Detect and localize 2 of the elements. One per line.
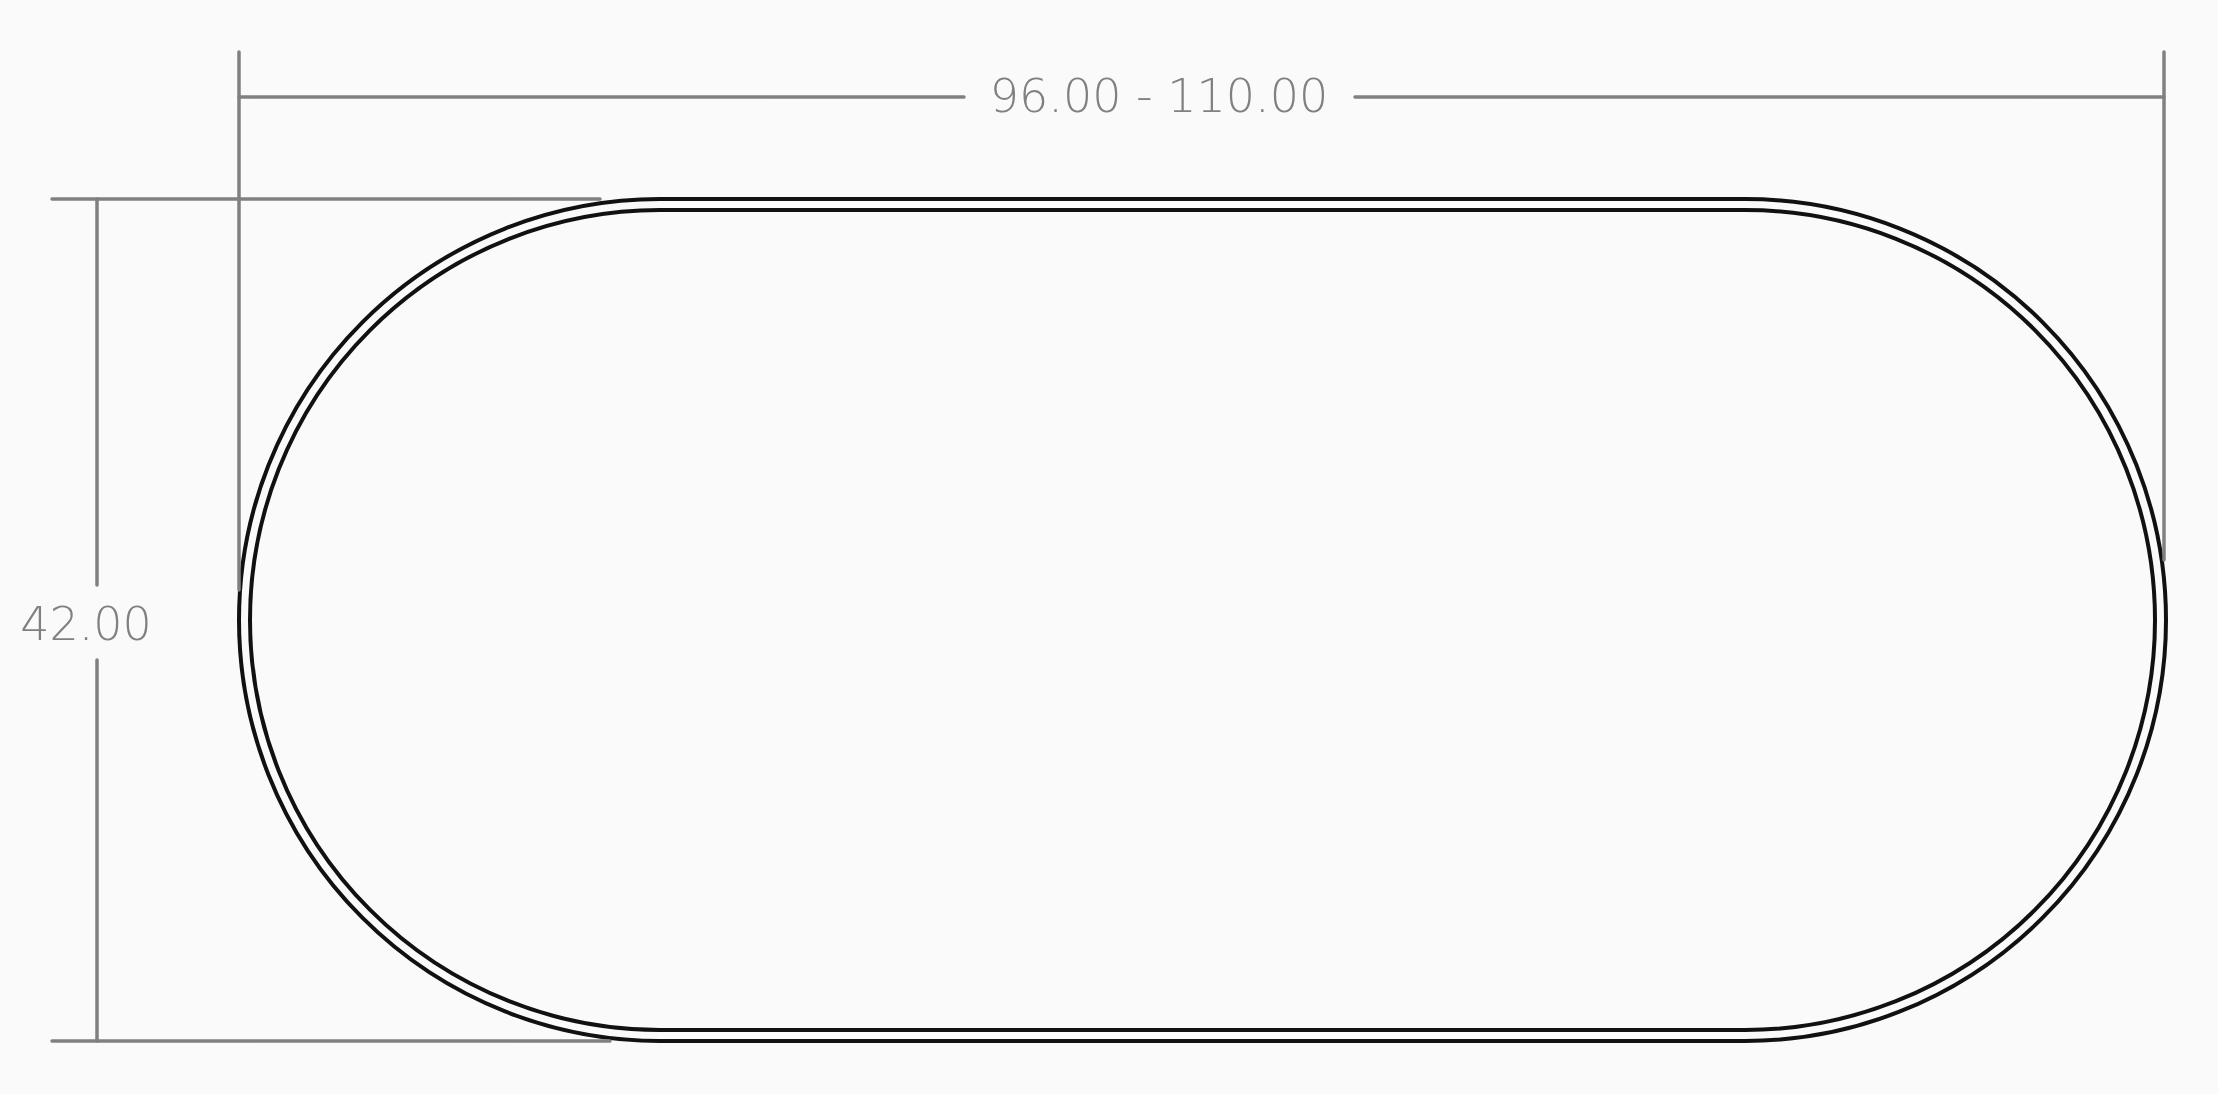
dimension-label: 96.00 - 110.00 (989, 73, 1329, 119)
dimension-label: 42.00 (20, 601, 152, 647)
